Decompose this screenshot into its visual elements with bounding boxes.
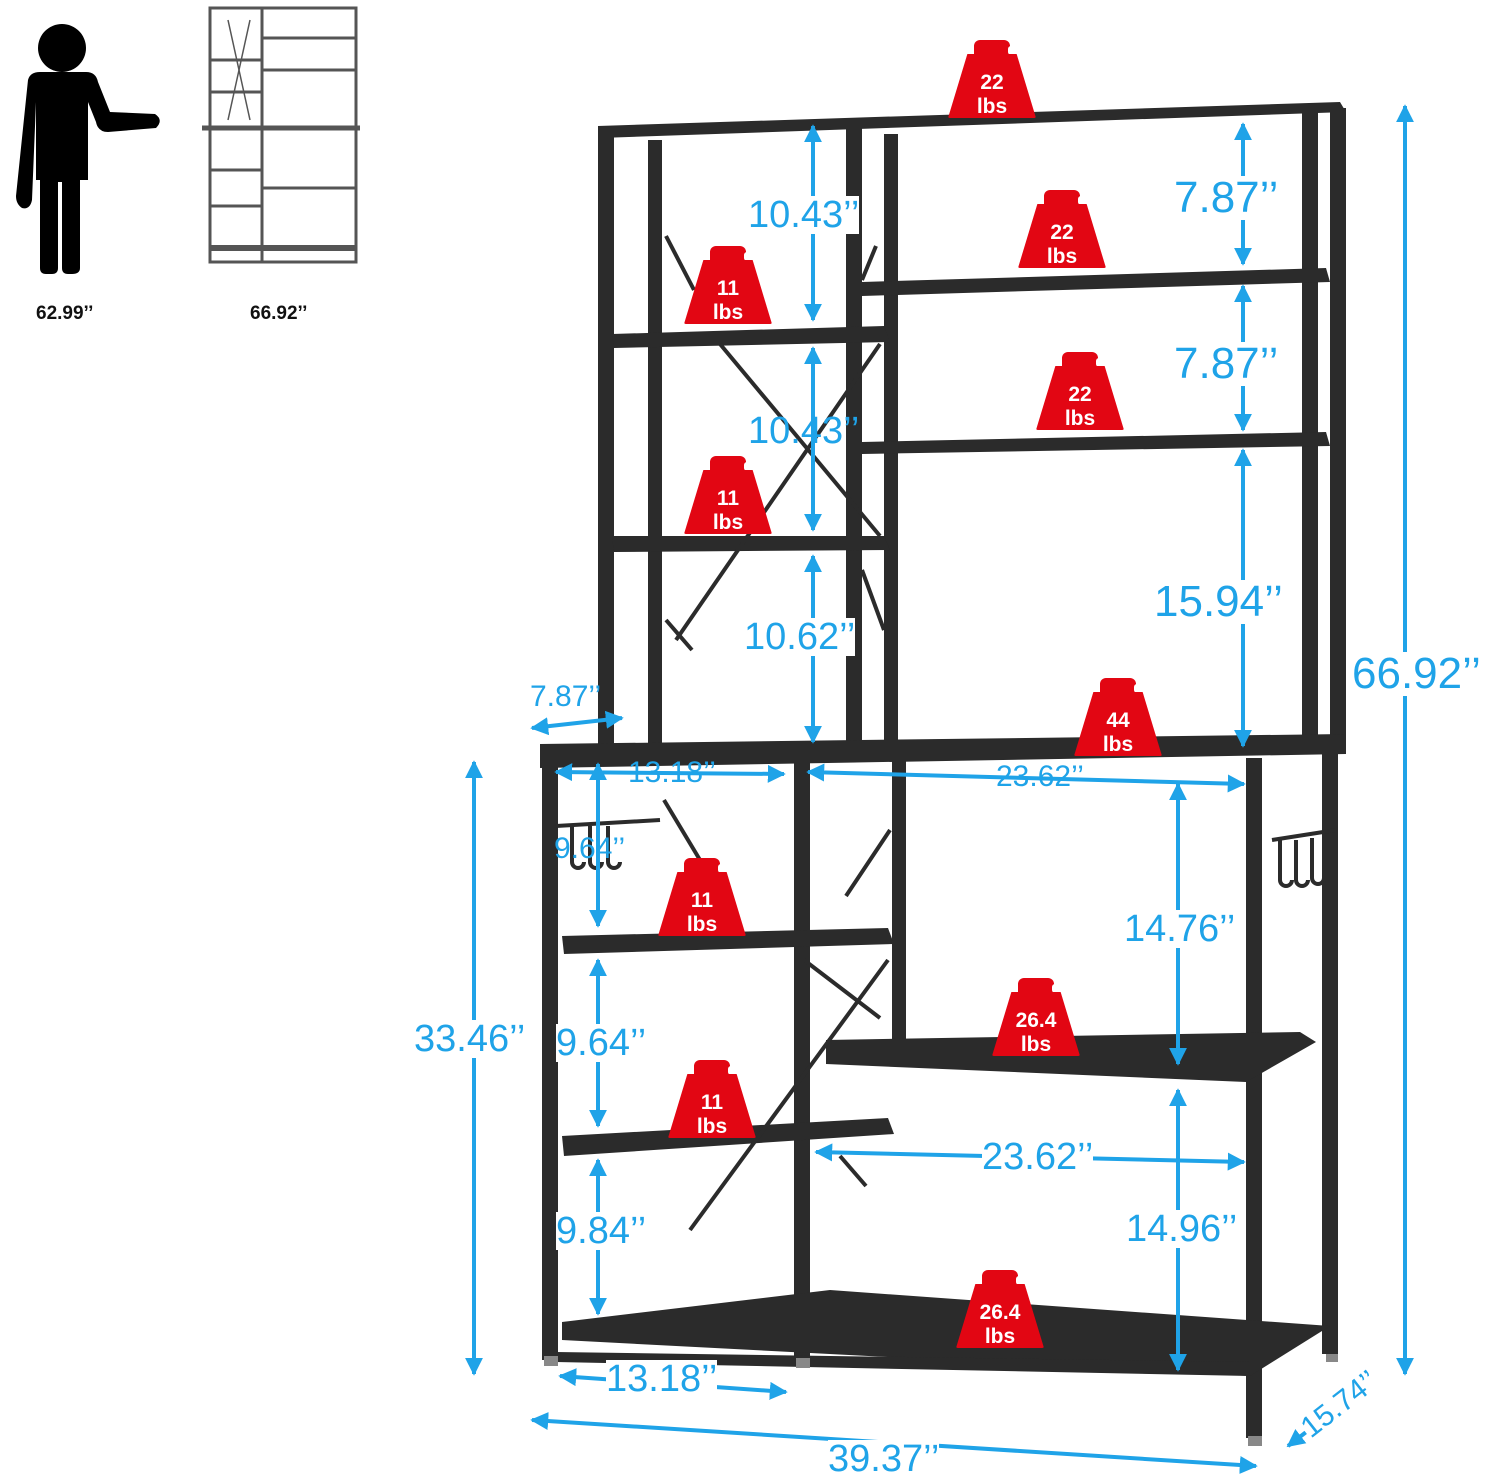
dim-lower-mid-width: 23.62’’ — [982, 1136, 1094, 1178]
dim-top-right-1: 7.87’’ — [1174, 173, 1279, 222]
dim-hutch-depth: 7.87’’ — [530, 680, 602, 713]
dim-total-height: 66.92’’ — [1352, 649, 1481, 698]
shelf-frame — [540, 102, 1346, 1446]
dim-top-left-3: 10.62’’ — [744, 616, 856, 658]
dim-lower-left-3: 9.84’’ — [556, 1210, 647, 1252]
dim-top-right-3: 15.94’’ — [1154, 577, 1283, 626]
dim-counter-right-width: 23.62’’ — [996, 760, 1084, 793]
dim-top-right-2: 7.87’’ — [1174, 339, 1279, 388]
cross-braces — [662, 235, 892, 1232]
dim-lower-right-2: 14.96’’ — [1126, 1208, 1238, 1250]
dim-counter-left-width: 13.18’’ — [628, 756, 716, 789]
person-silhouette-icon — [16, 24, 160, 274]
dim-top-left-1: 10.43’’ — [748, 194, 860, 236]
shelf-thumbnail-icon — [202, 6, 360, 264]
hooks — [555, 818, 1337, 888]
shelf-height-label: 66.92’’ — [250, 303, 308, 324]
dim-top-left-2: 10.43’’ — [748, 410, 860, 452]
dim-lower-right-1: 14.76’’ — [1124, 908, 1236, 950]
dim-base-height: 33.46’’ — [414, 1018, 526, 1060]
dim-bottom-left-width: 13.18’’ — [606, 1358, 718, 1400]
dim-total-width: 39.37’’ — [828, 1438, 940, 1480]
person-height-label: 62.99’’ — [36, 303, 94, 324]
dim-lower-left-1: 9.64’’ — [554, 832, 626, 865]
dim-lower-left-2: 9.64’’ — [556, 1022, 647, 1064]
